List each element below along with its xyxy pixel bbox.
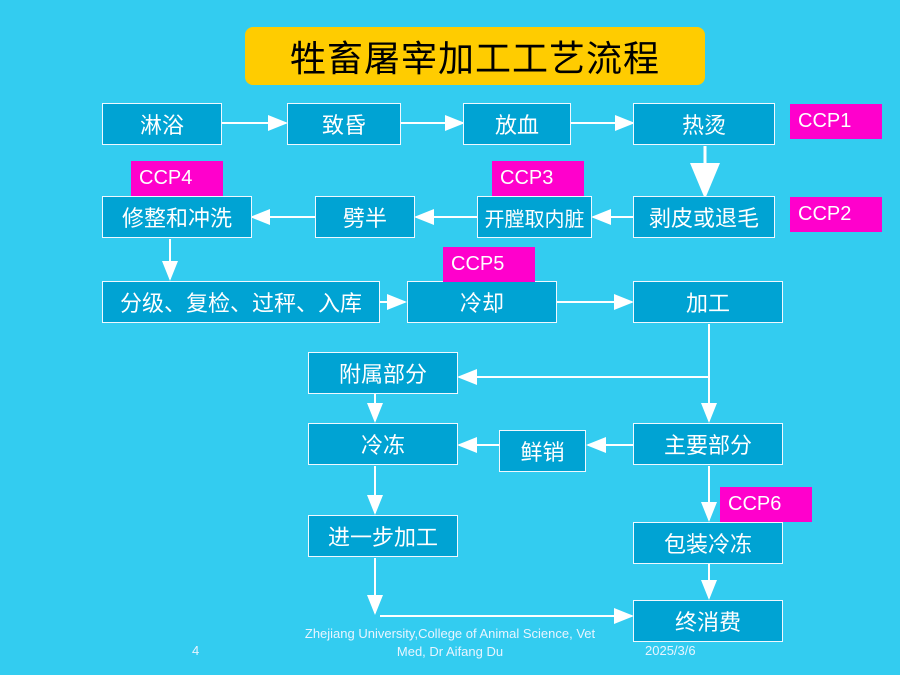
- page-title: 牲畜屠宰加工工艺流程: [245, 27, 705, 85]
- step-stun: 致昏: [287, 103, 401, 145]
- ccp-label-2: CCP2: [790, 197, 882, 232]
- step-eviscerate: 开膛取内脏: [477, 196, 592, 238]
- footer-credit: Zhejiang University,College of Animal Sc…: [304, 626, 596, 659]
- step-grade: 分级、复检、过秤、入库: [102, 281, 380, 323]
- step-pack: 包装冷冻: [633, 522, 783, 564]
- step-split: 劈半: [315, 196, 415, 238]
- footer-date: 2025/3/6: [645, 643, 696, 658]
- step-byproduct: 附属部分: [308, 352, 458, 394]
- step-shower: 淋浴: [102, 103, 222, 145]
- step-consume: 终消费: [633, 600, 783, 642]
- step-scald: 热烫: [633, 103, 775, 145]
- ccp-label-3: CCP3: [492, 161, 584, 196]
- ccp-label-4: CCP4: [131, 161, 223, 196]
- step-freeze: 冷冻: [308, 423, 458, 465]
- ccp-label-5: CCP5: [443, 247, 535, 282]
- step-main: 主要部分: [633, 423, 783, 465]
- step-trim: 修整和冲洗: [102, 196, 252, 238]
- page-number: 4: [192, 643, 200, 658]
- ccp-label-1: CCP1: [790, 104, 882, 139]
- step-fresh: 鲜销: [499, 430, 586, 472]
- step-bleed: 放血: [463, 103, 571, 145]
- step-further: 进一步加工: [308, 515, 458, 557]
- step-dehide: 剥皮或退毛: [633, 196, 775, 238]
- step-process: 加工: [633, 281, 783, 323]
- step-cool: 冷却: [407, 281, 557, 323]
- ccp-label-6: CCP6: [720, 487, 812, 522]
